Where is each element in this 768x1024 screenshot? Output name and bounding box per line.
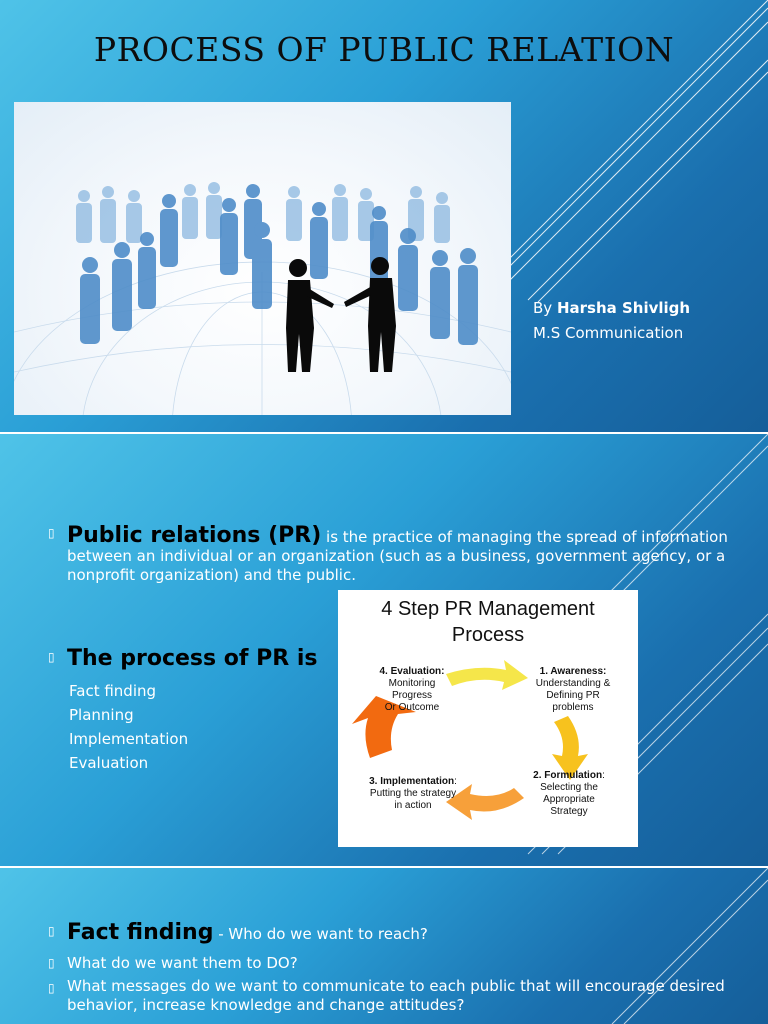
arrow-evaluation-icon bbox=[352, 696, 416, 758]
business-people-photo bbox=[14, 102, 511, 415]
step-colon: : bbox=[454, 776, 457, 787]
step-line: Strategy bbox=[550, 806, 588, 817]
decorative-diagonal-lines bbox=[468, 0, 768, 311]
fact-finding-question: - Who do we want to reach? bbox=[213, 925, 428, 943]
arrow-implementation-icon bbox=[446, 784, 524, 820]
diagram-title-line: Process bbox=[451, 624, 525, 646]
step-line: Selecting the bbox=[540, 782, 598, 793]
fact-finding-item: ▯ Fact finding - Who do we want to reach… bbox=[48, 920, 738, 945]
process-heading-text: The process of PR is bbox=[67, 646, 318, 671]
pr-management-cycle-diagram: 4 Step PR Management Process 1. Awarenes… bbox=[338, 590, 638, 847]
bullet-icon: ▯ bbox=[48, 956, 55, 970]
process-heading: ▯ The process of PR is bbox=[48, 646, 338, 671]
step-line: Putting the strategy bbox=[369, 788, 457, 799]
step-line: problems bbox=[552, 702, 594, 713]
step-colon: : bbox=[602, 770, 605, 781]
pr-abbr-open: ( bbox=[260, 523, 279, 548]
bullet-icon: ▯ bbox=[48, 981, 55, 995]
question-item: ▯ What do we want them to DO? bbox=[48, 954, 738, 972]
author-name: Harsha Shivligh bbox=[556, 299, 691, 317]
arrow-formulation-icon bbox=[552, 716, 588, 780]
diagram-title-line: 4 Step PR Management bbox=[381, 598, 595, 620]
step-line: Defining PR bbox=[546, 690, 600, 701]
question-item: ▯ What messages do we want to communicat… bbox=[48, 977, 738, 1015]
slide-title-text: PROCESS OF PUBLIC RELATION bbox=[93, 30, 675, 69]
step-evaluation-label: 4. Evaluation: Monitoring Progress Or Ou… bbox=[364, 666, 460, 714]
slide-title: PROCESS OF PUBLIC RELATION bbox=[0, 0, 768, 432]
bullet-icon: ▯ bbox=[48, 526, 55, 540]
step-line: Or Outcome bbox=[384, 702, 440, 713]
arrow-awareness-icon bbox=[446, 660, 528, 690]
bullet-icon: ▯ bbox=[48, 650, 55, 664]
list-item: Planning bbox=[69, 706, 134, 724]
handshake-silhouettes bbox=[286, 257, 396, 372]
step-title: 4. Evaluation: bbox=[379, 666, 445, 677]
author-prefix: By bbox=[533, 299, 557, 317]
step-formulation-label: 2. Formulation: Selecting the Appropriat… bbox=[514, 770, 624, 818]
author-role: M.S Communication bbox=[533, 324, 684, 342]
bullet-icon: ▯ bbox=[48, 924, 55, 938]
step-line: Understanding & bbox=[535, 678, 611, 689]
handshake-illustration bbox=[14, 182, 511, 415]
step-implementation-label: 3. Implementation: Putting the strategy … bbox=[350, 776, 476, 812]
step-line: Monitoring bbox=[388, 678, 436, 689]
pr-definition-text: is the practice of managing the spread o… bbox=[67, 528, 728, 584]
step-title: 2. Formulation bbox=[533, 770, 603, 781]
diagram-title: 4 Step PR Management Process bbox=[338, 596, 638, 648]
author-block: By Harsha Shivligh M.S Communication bbox=[533, 296, 690, 346]
step-awareness-label: 1. Awareness: Understanding & Defining P… bbox=[513, 666, 633, 714]
list-item: Evaluation bbox=[69, 754, 149, 772]
slide-definition: ▯ Public relations (PR) is the practice … bbox=[0, 434, 768, 866]
fact-finding-term: Fact finding bbox=[67, 920, 214, 945]
question-text: What do we want them to DO? bbox=[67, 954, 298, 972]
question-text: What messages do we want to communicate … bbox=[67, 977, 725, 1014]
cycle-arrows bbox=[352, 660, 588, 820]
process-steps-list: Fact finding Planning Implementation Eva… bbox=[69, 679, 188, 775]
step-line: Progress bbox=[391, 690, 432, 701]
step-line: in action bbox=[394, 800, 432, 811]
step-title: 3. Implementation bbox=[369, 776, 455, 787]
list-item: Fact finding bbox=[69, 682, 157, 700]
slide-fact-finding: ▯ Fact finding - Who do we want to reach… bbox=[0, 868, 768, 1024]
step-title: 1. Awareness: bbox=[539, 666, 607, 677]
pr-abbr: PR bbox=[278, 523, 312, 548]
pr-abbr-close: ) bbox=[311, 523, 322, 548]
pr-definition: ▯ Public relations (PR) is the practice … bbox=[48, 523, 728, 585]
pr-term: Public relations bbox=[67, 523, 261, 548]
decorative-diagonal-lines bbox=[611, 868, 768, 1024]
list-item: Implementation bbox=[69, 730, 189, 748]
step-line: Appropriate bbox=[543, 794, 595, 805]
